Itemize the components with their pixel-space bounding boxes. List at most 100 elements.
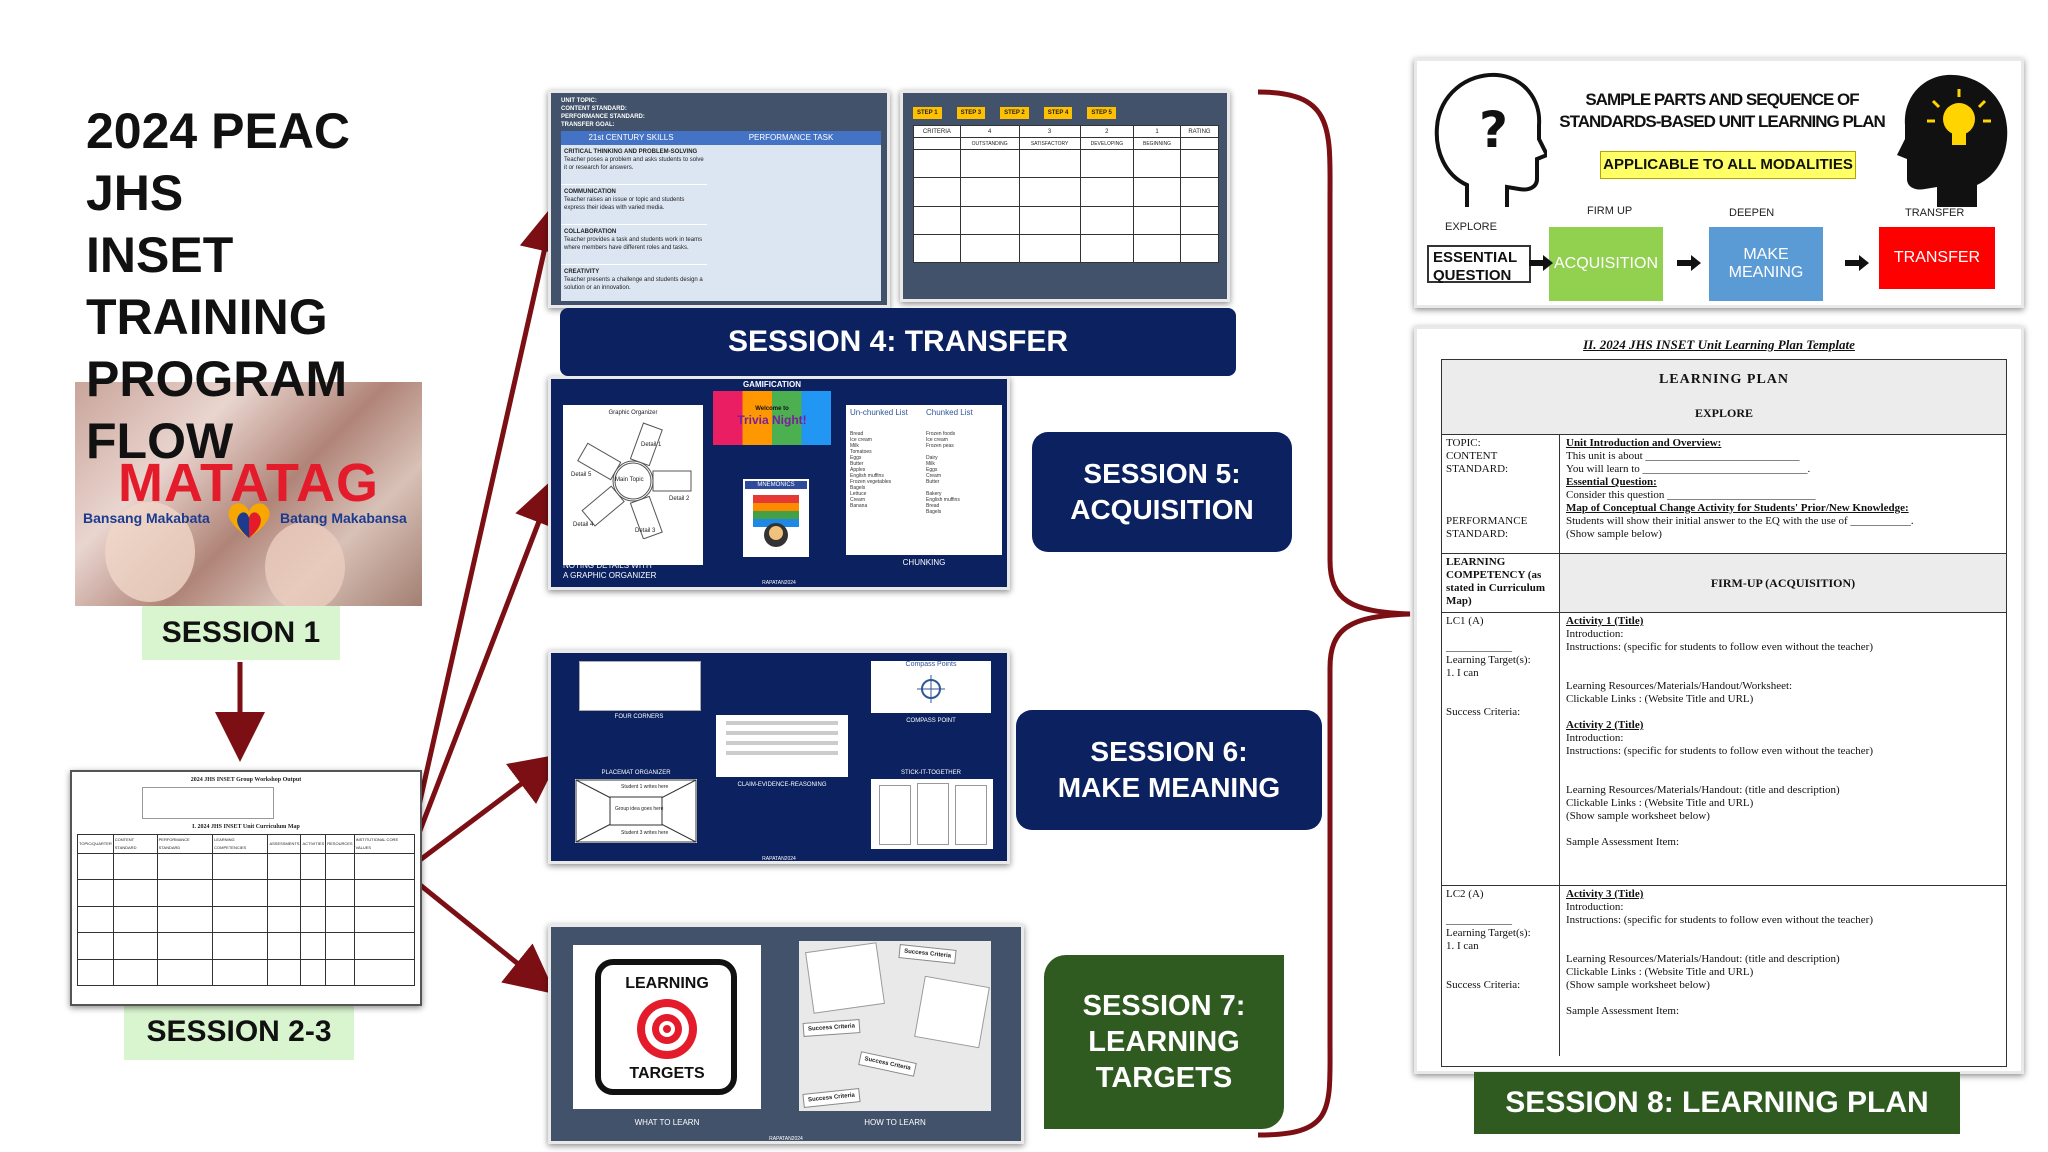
sequence-title: SAMPLE PARTS AND SEQUENCE OF STANDARDS-B… [1557, 89, 1887, 133]
text-line [1566, 927, 2000, 940]
session7-line: LEARNING [1088, 1026, 1240, 1058]
text-line: Lettuce [850, 491, 867, 497]
heart-hands-icon [228, 503, 270, 538]
session5-line: SESSION 5: [1083, 458, 1241, 489]
text-line: Frozen peas [926, 443, 954, 449]
step-badge: STEP 1 [913, 107, 942, 119]
session7-line: SESSION 7: [1082, 990, 1246, 1022]
text-line: Clickable Links : (Website Title and URL… [1566, 797, 1754, 809]
session23-document: 2024 JHS INSET Group Workshop Output I. … [70, 770, 422, 1006]
skill-title: COLLABORATION [564, 229, 617, 235]
text-line [1566, 758, 2000, 771]
session7-line: TARGETS [1095, 1062, 1233, 1094]
lp-doc-header: II. 2024 JHS INSET Unit Learning Plan Te… [1583, 337, 1855, 352]
text-line: Success Criteria: [1446, 706, 1521, 718]
col-header: PERFORMANCE STANDARD [156, 834, 214, 854]
success-criteria-collage: Success Criteria Success Criteria Succes… [799, 941, 991, 1111]
svg-text:?: ? [1479, 101, 1508, 159]
slide-footer: RAPATAN2024 [762, 580, 796, 586]
text-line: Dairy [926, 455, 938, 461]
s6-label: CLAIM-EVIDENCE-REASONING [737, 782, 827, 788]
lp-activities-cell: Activity 1 (Title)Introduction:Instructi… [1560, 613, 2006, 885]
arrow-to-session6 [402, 753, 561, 874]
text-line: CONTENT [1446, 450, 1498, 462]
step-badge: STEP 3 [956, 107, 986, 119]
grouping-brace [1257, 89, 1411, 1138]
program-title: 2024 PEAC JHS INSET TRAINING PROGRAM FLO… [86, 100, 416, 472]
doc-info-box [142, 787, 274, 819]
lt-top-text: LEARNING [625, 975, 709, 992]
text-line: Map of Conceptual Change Activity for St… [1566, 502, 1909, 514]
title-line: TRAINING [86, 289, 328, 345]
text-line: Cream [850, 497, 866, 503]
text-line: English muffins [926, 497, 960, 503]
arrow-right-icon [1677, 255, 1701, 271]
arrow-to-session5 [401, 475, 562, 873]
mnemonics-label: MNEMONICS [745, 481, 807, 489]
text-line: Learning Resources/Materials/Handout: (t… [1566, 784, 1840, 796]
skill-row: COLLABORATION Teacher provides a task an… [561, 225, 707, 265]
organizer-spoke: Detail 2 [669, 496, 690, 502]
col-header: LEARNING COMPETENCIES [212, 834, 269, 854]
text-line: English muffins [850, 473, 884, 479]
session4-rubric-slide: STEP 1 STEP 3 STEP 2 STEP 4 STEP 5 CRITE… [900, 90, 1230, 302]
stick-it-thumb [871, 779, 993, 849]
text-line: Frozen foods [926, 431, 956, 437]
text-line: STANDARD: [1446, 528, 1509, 540]
eq-line: ESSENTIAL [1433, 249, 1518, 266]
title-line: 2024 PEAC [86, 103, 351, 159]
unchunked-header: Un-chunked List [850, 408, 908, 417]
text-line [1446, 693, 1555, 706]
meta-line: CONTENT STANDARD: [561, 106, 627, 112]
text-line: This unit is about _____________________… [1566, 450, 1800, 462]
text-line: Milk [850, 443, 859, 449]
title-line: JHS [86, 165, 184, 221]
skills-header: 21st CENTURY SKILLS [588, 133, 674, 142]
title-line: PROGRAM [86, 351, 348, 407]
text-line: Introduction: [1566, 732, 1624, 744]
text-line: LC2 (A) [1446, 888, 1484, 900]
text-line: Instructions: (specific for students to … [1566, 745, 1873, 757]
make-meaning-box: MAKE MEANING [1709, 227, 1823, 301]
session23-label: SESSION 2-3 [124, 1004, 354, 1060]
text-line [1566, 771, 2000, 784]
text-line: Students will show their initial answer … [1566, 515, 1914, 527]
lp-lc1-row: LC1 (A)____________Learning Target(s):1.… [1442, 613, 2006, 886]
text-line [1446, 628, 1555, 641]
lightbulb-head-icon [1897, 74, 2008, 208]
text-line [1446, 953, 1555, 966]
rubric-sub [1179, 137, 1220, 150]
target-icon [637, 999, 697, 1059]
rubric-header: RATING [1179, 125, 1220, 138]
col-header: INSTITUTIONAL CORE VALUES [353, 834, 416, 854]
text-line: COMPETENCY (as [1446, 569, 1542, 581]
text-line: Activity 3 (Title) [1566, 888, 1644, 900]
organizer-spoke: Detail 5 [571, 472, 592, 478]
session4-skills-slide: UNIT TOPIC: CONTENT STANDARD: PERFORMANC… [548, 90, 890, 308]
text-line: LC1 (A) [1446, 615, 1484, 627]
lp-lc2-row: LC2 (A)____________Learning Target(s):1.… [1442, 886, 2006, 1056]
text-line: LEARNING [1446, 556, 1506, 568]
col-header: RESOURCES [325, 834, 355, 854]
text-line [1566, 823, 2000, 836]
skills-meta: UNIT TOPIC: CONTENT STANDARD: PERFORMANC… [561, 97, 645, 129]
text-line: Milk [926, 461, 935, 467]
rubric-sub: DEVELOPING [1079, 137, 1135, 150]
skill-row: COMMUNICATION Teacher raises an issue or… [561, 185, 707, 225]
col-header: TOPIC/QUARTER [77, 834, 114, 854]
graphic-organizer: Graphic Organizer Main Topic Detail 1 De… [563, 405, 703, 565]
session4-text: SESSION 4: TRANSFER [727, 325, 1069, 358]
text-line [1566, 667, 2000, 680]
meta-line: TRANSFER GOAL: [561, 122, 615, 128]
lp-head-row: LEARNING PLAN EXPLORE [1442, 360, 2006, 435]
organizer-diagram [577, 422, 692, 539]
lt-bottom-text: TARGETS [629, 1065, 705, 1082]
placemat-thumb: Student 1 writes here Group idea goes he… [575, 779, 697, 843]
col-header: ACTIVITIES [300, 834, 327, 854]
organizer-caption: NOTING DETAILS WITH A GRAPHIC ORGANIZER [563, 561, 656, 581]
text-line: Learning Target(s): [1446, 927, 1531, 939]
session8-label: SESSION 8: LEARNING PLAN [1474, 1072, 1960, 1134]
